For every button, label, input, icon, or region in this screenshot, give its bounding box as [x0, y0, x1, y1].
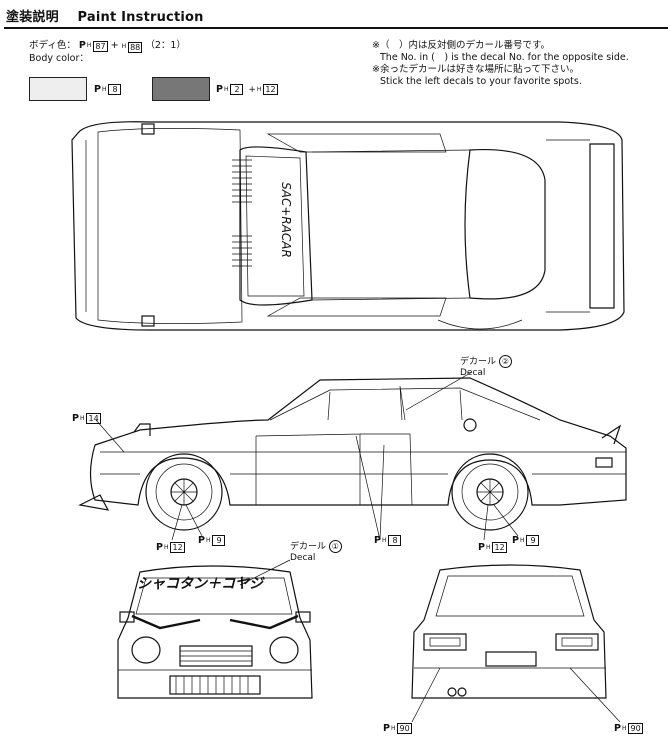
- callout-decal-1: デカール ① Decal: [290, 540, 342, 563]
- top-decal-text: SAC+RACAR: [279, 182, 293, 258]
- page-title: 塗装説明 Paint Instruction: [6, 6, 218, 25]
- note-1-jp: ※（ ）内は反対側のデカール番号です。: [372, 40, 551, 51]
- top-view: SAC+RACAR: [71, 121, 625, 331]
- note-2-jp: ※余ったデカールは好きな場所に貼って下さい。: [372, 64, 579, 75]
- dark-gray-swatch: [152, 77, 210, 101]
- note-2-en: Stick the left decals to your favorite s…: [380, 76, 582, 87]
- notes: ※（ ）内は反対側のデカール番号です。 The No. in ( ) is th…: [372, 40, 629, 88]
- windshield-decal-text: シャコタン＋コヤジ: [137, 576, 265, 592]
- body-color-label-en: Body color：: [29, 53, 89, 64]
- title-rule: [4, 27, 668, 29]
- title-en: Paint Instruction: [77, 10, 204, 25]
- side-view: [78, 377, 627, 531]
- title-jp: 塗装説明: [6, 10, 59, 25]
- callout-decal-2: デカール ② Decal: [460, 355, 512, 378]
- light-gray-swatch: [29, 77, 87, 101]
- note-1-en: The No. in ( ) is the decal No. for the …: [380, 52, 629, 63]
- front-view: シャコタン＋コヤジ: [117, 565, 313, 699]
- rear-view: [411, 564, 607, 699]
- leader-lines: [95, 371, 621, 723]
